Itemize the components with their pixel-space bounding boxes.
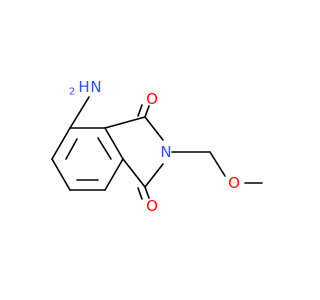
bond-c3-o-a	[144, 186, 150, 199]
bond-c3a-c7a	[104, 127, 124, 160]
methoxymethyl-chain	[171, 151, 263, 184]
amine-h-label: H	[78, 78, 89, 96]
structure-canvas: H 2 N N O O O	[51, 78, 263, 215]
ether-oxygen-label: O	[228, 174, 240, 192]
bond-c3-o-b	[137, 187, 143, 200]
molecule-drawing: H 2 N N O O O	[51, 78, 263, 215]
bond-c1-n	[144, 116, 164, 141]
bond-c1-o-a	[144, 105, 150, 118]
bond-ch2-o	[209, 151, 226, 177]
amine-n-label: N	[90, 78, 101, 96]
ring-nitrogen-label: N	[160, 143, 171, 161]
amine-group: H 2 N	[69, 78, 102, 98]
carbonyl-oxygen-bottom-label: O	[146, 197, 158, 215]
bond-c4-nh2	[69, 96, 90, 129]
bond-double-c4-c5	[65, 138, 78, 160]
bond-c5-c6	[51, 158, 71, 191]
amine-subscript-label: 2	[69, 87, 75, 98]
imide-ring	[104, 116, 164, 188]
bond-c4-c5	[51, 127, 71, 160]
bond-c1-o-b	[137, 104, 143, 117]
carbonyl-bonds	[137, 104, 150, 200]
bond-c3a-c3	[122, 158, 146, 188]
bond-c3-n	[144, 163, 164, 188]
bond-c7a-c1	[104, 116, 146, 129]
benzene-ring	[51, 127, 124, 191]
bond-double-c3a-c7a	[97, 137, 112, 160]
bond-c7-c3a	[104, 158, 124, 191]
carbonyl-oxygen-top-label: O	[146, 90, 158, 108]
